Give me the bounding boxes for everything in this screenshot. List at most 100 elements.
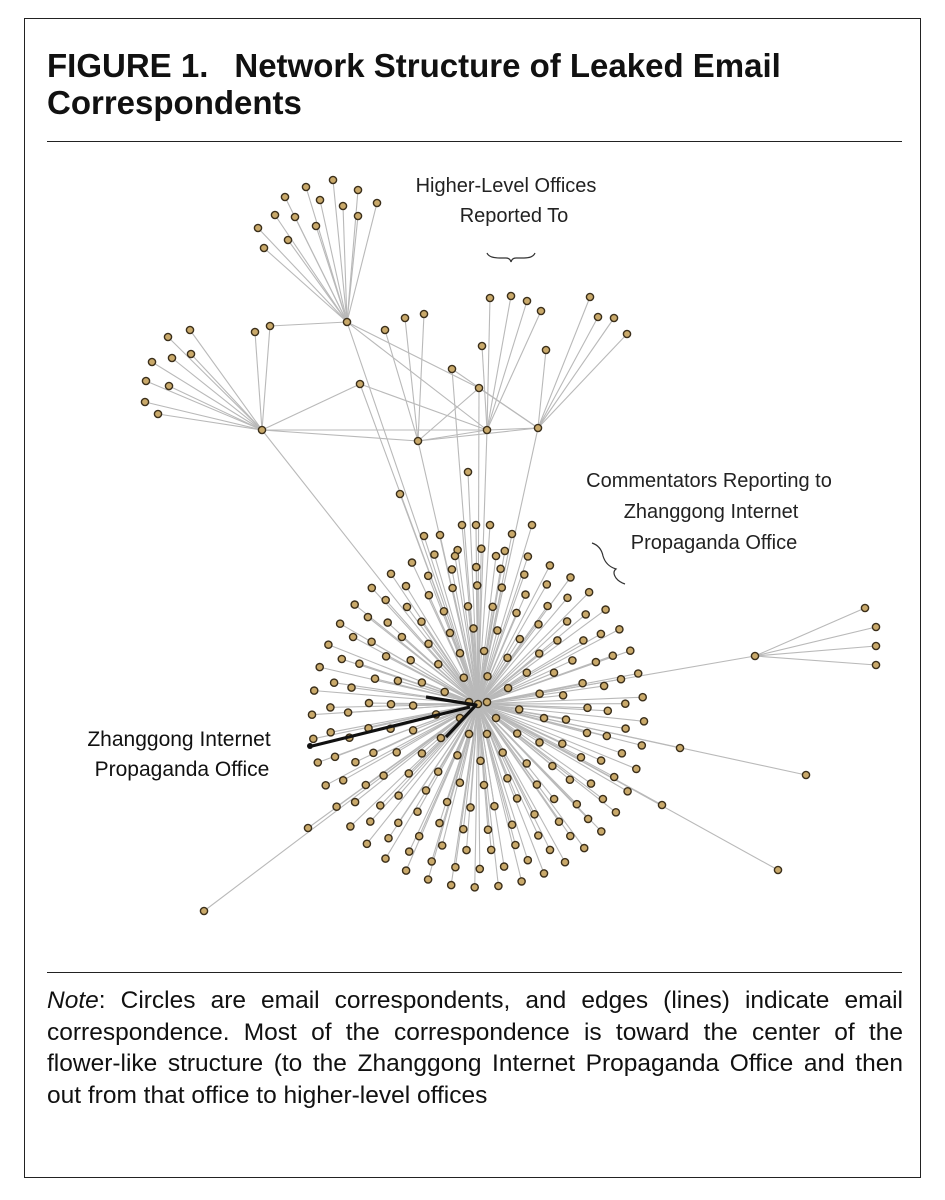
correspondent-node — [617, 749, 627, 758]
correspondent-node — [315, 662, 325, 672]
correspondent-node — [586, 779, 596, 788]
correspondent-node — [469, 624, 478, 633]
correspondent-node — [477, 341, 487, 351]
correspondent-node — [675, 743, 685, 753]
network-edge — [477, 650, 631, 705]
correspondent-node — [622, 329, 632, 339]
network-edge — [486, 310, 542, 431]
correspondent-node — [413, 436, 423, 446]
correspondent-node — [560, 857, 570, 867]
correspondent-node — [362, 839, 372, 849]
correspondent-node — [541, 345, 551, 355]
correspondent-node — [511, 840, 520, 850]
correspondent-node — [485, 293, 495, 303]
network-edge — [311, 703, 479, 716]
correspondent-node — [309, 686, 319, 695]
correspondent-node — [423, 571, 433, 581]
correspondent-node — [608, 651, 618, 661]
correspondent-node — [372, 198, 382, 208]
network-edge — [477, 672, 555, 705]
network-edge — [404, 317, 419, 442]
correspondent-node — [616, 674, 626, 684]
network-edge — [457, 549, 479, 705]
correspondent-node — [462, 845, 471, 855]
correspondent-node — [442, 797, 452, 807]
correspondent-node — [566, 573, 575, 582]
network-edge — [190, 353, 263, 431]
network-edge — [477, 703, 642, 746]
correspondent-node — [497, 583, 507, 592]
correspondent-node — [479, 780, 489, 790]
annotation-commentators-line1: Commentators Reporting to — [586, 470, 832, 492]
correspondent-node — [549, 794, 559, 804]
correspondent-node — [355, 379, 365, 389]
network-edge — [263, 247, 348, 323]
correspondent-node — [593, 312, 603, 322]
correspondent-node — [466, 803, 475, 812]
network-edge — [486, 300, 528, 431]
correspondent-node — [330, 752, 340, 762]
network-edge — [342, 205, 348, 323]
correspondent-node — [350, 797, 360, 807]
correspondent-node — [482, 729, 492, 739]
correspondent-node — [435, 530, 445, 540]
correspondent-node — [433, 659, 443, 669]
correspondent-node — [270, 210, 280, 220]
network-edge — [366, 703, 479, 845]
correspondent-node — [303, 823, 313, 833]
network-edge — [151, 361, 263, 431]
correspondent-node — [338, 201, 348, 211]
network-edge — [477, 550, 506, 705]
brace-commentators — [591, 542, 626, 585]
correspondent-node — [583, 703, 592, 713]
correspondent-node — [413, 807, 422, 817]
network-edge — [477, 638, 521, 705]
network-edge — [423, 535, 479, 705]
network-edge — [477, 703, 626, 730]
correspondent-node — [506, 291, 516, 301]
network-edge — [465, 703, 479, 851]
network-edge — [477, 703, 499, 887]
network-edge — [145, 380, 263, 431]
correspondent-node — [476, 544, 486, 554]
nodes-layer — [140, 175, 881, 916]
correspondent-node — [433, 767, 443, 777]
correspondent-node — [583, 814, 593, 824]
correspondent-node — [283, 235, 293, 245]
correspondent-node — [419, 309, 429, 319]
correspondent-node — [539, 713, 549, 723]
correspondent-node — [523, 855, 533, 865]
correspondent-node — [253, 223, 263, 233]
correspondent-node — [167, 353, 177, 363]
network-edge — [467, 471, 479, 705]
note-text: : Circles are email correspondents, and … — [47, 987, 903, 1109]
correspondent-node — [542, 580, 552, 589]
correspondent-node — [471, 562, 481, 572]
correspondent-node — [585, 292, 595, 302]
correspondent-node — [265, 321, 275, 331]
network-edge — [254, 331, 263, 431]
correspondent-node — [534, 649, 544, 658]
correspondent-node — [450, 551, 460, 561]
correspondent-node — [500, 546, 510, 556]
correspondent-node — [445, 628, 455, 638]
correspondent-node — [257, 425, 267, 435]
figure-frame: FIGURE 1.Network Structure of Leaked Ema… — [24, 18, 921, 1178]
annotation-center-line2: Propaganda Office — [95, 758, 270, 781]
correspondent-node — [430, 550, 439, 559]
correspondent-node — [494, 881, 503, 891]
correspondent-node — [384, 833, 393, 843]
network-edge — [477, 703, 623, 754]
correspondent-node — [355, 659, 364, 669]
network-edge — [384, 329, 419, 442]
correspondent-node — [563, 593, 572, 603]
network-edge — [417, 440, 479, 705]
correspondent-node — [414, 831, 424, 841]
title-divider — [47, 141, 902, 142]
correspondent-node — [533, 423, 543, 433]
correspondent-node — [424, 590, 434, 600]
network-edge — [486, 427, 539, 431]
network-edge — [474, 703, 479, 888]
network-edge — [346, 321, 479, 705]
network-edge — [405, 585, 479, 705]
